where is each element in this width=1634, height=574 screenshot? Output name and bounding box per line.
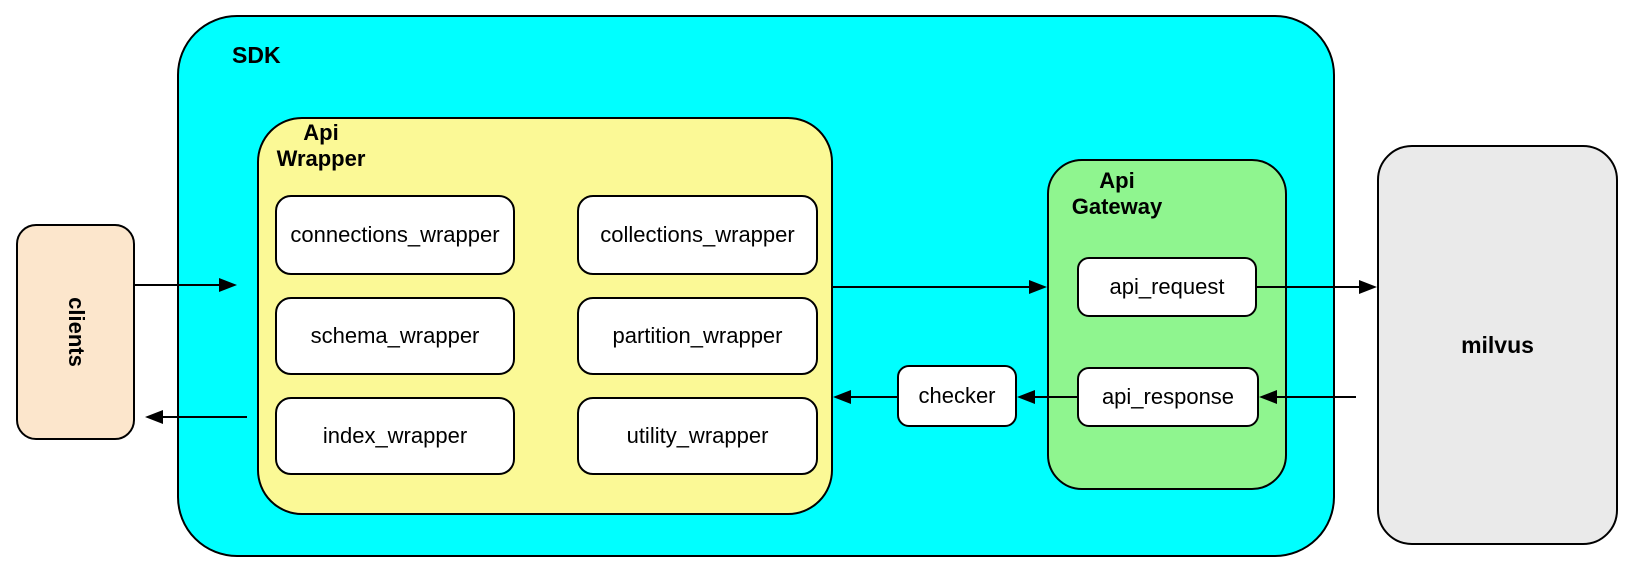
- utility-wrapper-label: utility_wrapper: [626, 423, 769, 448]
- checker-label: checker: [918, 383, 996, 408]
- clients-node: clients: [16, 224, 135, 440]
- clients-label: clients: [63, 297, 89, 367]
- api-gateway-label-line1: Api: [1099, 168, 1135, 193]
- schema-wrapper-label: schema_wrapper: [310, 323, 480, 348]
- partition-wrapper-label: partition_wrapper: [612, 323, 783, 348]
- api-gateway-container: [1047, 159, 1287, 490]
- utility-wrapper-node: utility_wrapper: [577, 397, 818, 475]
- api-wrapper-label-line1: Api: [303, 120, 339, 145]
- api-wrapper-label-line2: Wrapper: [276, 146, 366, 171]
- partition-wrapper-node: partition_wrapper: [577, 297, 818, 375]
- checker-node: checker: [897, 365, 1017, 427]
- index-wrapper-node: index_wrapper: [275, 397, 515, 475]
- api-wrapper-label: Api Wrapper: [262, 120, 380, 172]
- milvus-node: milvus: [1377, 145, 1618, 545]
- api-gateway-label-line2: Gateway: [1071, 194, 1163, 219]
- connections-wrapper-label: connections_wrapper: [290, 222, 500, 247]
- api-gateway-label: Api Gateway: [1052, 168, 1182, 220]
- index-wrapper-label: index_wrapper: [322, 423, 468, 448]
- connections-wrapper-node: connections_wrapper: [275, 195, 515, 275]
- collections-wrapper-label: collections_wrapper: [600, 222, 795, 247]
- milvus-label: milvus: [1461, 331, 1534, 358]
- collections-wrapper-node: collections_wrapper: [577, 195, 818, 275]
- schema-wrapper-node: schema_wrapper: [275, 297, 515, 375]
- api-response-node: api_response: [1077, 367, 1259, 427]
- api-response-label: api_response: [1101, 384, 1235, 409]
- api-request-label: api_request: [1109, 274, 1225, 299]
- api-request-node: api_request: [1077, 257, 1257, 317]
- sdk-label: SDK: [232, 42, 281, 68]
